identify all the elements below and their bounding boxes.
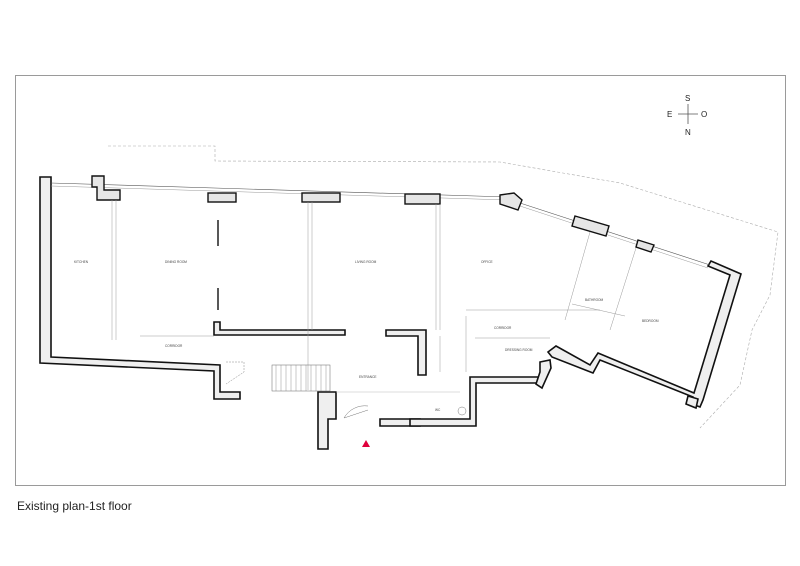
compass-o: O bbox=[701, 110, 707, 119]
compass-e: E bbox=[667, 110, 672, 119]
bathroom-bottom bbox=[571, 303, 626, 317]
room-label-corridor-left: CORRIDOR bbox=[165, 344, 183, 348]
exterior-wall-bedroom-end bbox=[685, 394, 699, 410]
plan-caption: Existing plan-1st floor bbox=[17, 499, 132, 513]
facade-window-line-right-inner bbox=[519, 205, 709, 269]
drawing-frame bbox=[15, 75, 786, 486]
room-label-office: OFFICE bbox=[481, 260, 493, 264]
exterior-wall-bedroom bbox=[546, 259, 742, 409]
wc-toilet bbox=[457, 406, 467, 416]
pier-1 bbox=[207, 192, 237, 203]
compass-s: S bbox=[685, 94, 690, 103]
room-label-bathroom: BATHROOM bbox=[585, 298, 604, 302]
pier-5 bbox=[571, 215, 610, 237]
bathroom-partition bbox=[564, 231, 591, 321]
exterior-wall-right bbox=[535, 359, 552, 390]
entrance-door bbox=[343, 405, 369, 419]
room-label-bedroom: BEDROOM bbox=[642, 319, 659, 323]
room-label-entrance: ENTRANCE bbox=[359, 375, 377, 379]
room-label-kitchen: KITCHEN bbox=[74, 260, 89, 264]
facade-window-line-right bbox=[519, 202, 711, 266]
pier-4 bbox=[499, 192, 523, 211]
entrance-wall bbox=[385, 329, 427, 376]
room-label-corridor-right: CORRIDOR bbox=[494, 326, 512, 330]
exterior-wall-wc bbox=[409, 376, 541, 427]
entrance-marker bbox=[362, 440, 370, 447]
compass-n: N bbox=[685, 128, 691, 137]
pier-6 bbox=[635, 239, 655, 253]
site-boundary bbox=[108, 145, 779, 429]
pier-3 bbox=[404, 193, 441, 205]
corner-pier-left bbox=[91, 175, 121, 201]
exterior-wall-entrance-left bbox=[317, 391, 337, 450]
exterior-wall-left bbox=[39, 176, 241, 400]
room-label-wc: WC bbox=[435, 408, 441, 412]
room-label-dressing: DRESSING ROOM bbox=[505, 348, 533, 352]
corridor-wall bbox=[213, 321, 346, 336]
staircase bbox=[225, 361, 331, 392]
pier-2 bbox=[301, 192, 341, 203]
room-label-living: LIVING ROOM bbox=[355, 260, 377, 264]
bedroom-partition bbox=[609, 247, 637, 331]
room-label-dining: DINING ROOM bbox=[165, 260, 187, 264]
compass: S N E O bbox=[667, 94, 707, 137]
